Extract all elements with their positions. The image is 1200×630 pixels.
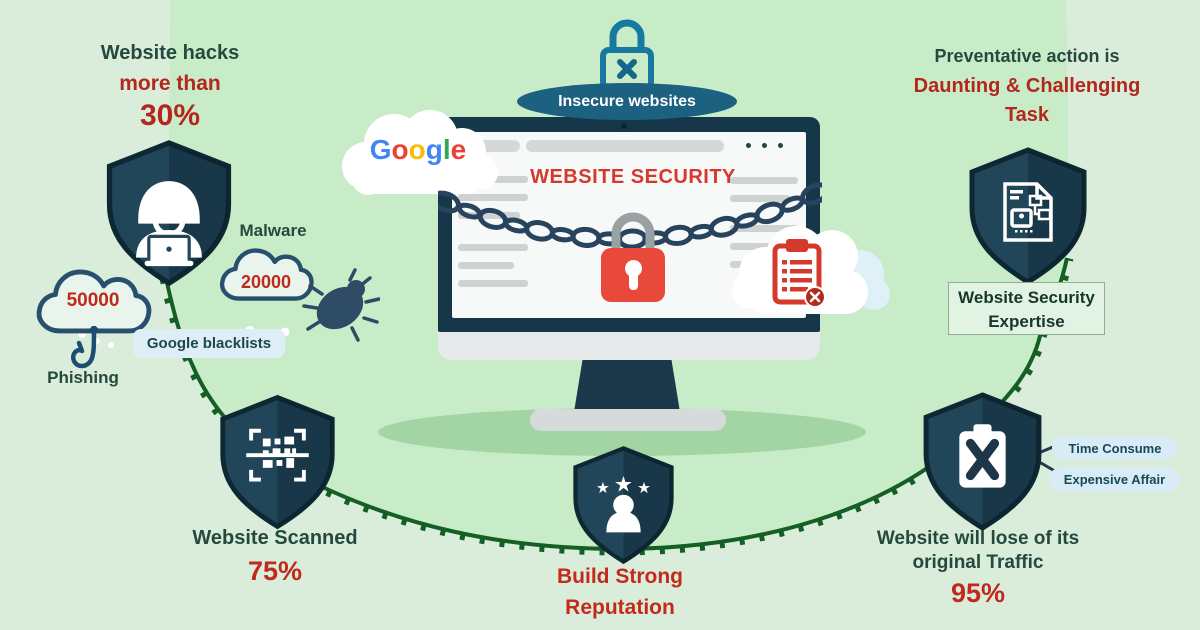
reputation-shield: ★ ★ ★ [573,446,674,565]
svg-text:★: ★ [637,479,651,497]
monitor-stand-base [530,409,726,431]
google-blacklists-label: Google blacklists [146,335,272,352]
malware-bug-icon [302,268,380,342]
menu-dot-icon [762,143,767,148]
expertise-line2: Expertise [988,312,1065,331]
red-padlock-icon [601,248,665,302]
google-blacklists-pill: Google blacklists [133,329,285,358]
phishing-count: 50000 [66,290,120,311]
hacks-stat-block: Website hacks more than 30% [60,40,280,133]
insecure-websites-badge: Insecure websites [517,83,737,120]
monitor-bezel [438,332,820,360]
padlock-shackle [611,212,655,252]
expertise-box: Website Security Expertise [948,282,1105,335]
scan-shield [220,394,335,530]
traffic-loss-block: Website will lose of its original Traffi… [858,527,1098,609]
time-consume-label: Time Consume [1068,440,1162,456]
phishing-cloud-icon [36,269,152,334]
expertise-shield [969,147,1087,285]
content-line [458,194,528,201]
malware-cloud-icon [219,248,314,301]
insecure-websites-label: Insecure websites [558,92,696,110]
svg-text:★: ★ [614,472,633,497]
keyhole-stem [629,272,638,290]
expensive-affair-label: Expensive Affair [1063,472,1166,487]
person-with-stars-icon: ★ ★ ★ [596,472,651,533]
reputation-line2: Reputation [565,596,675,619]
time-consume-pill: Time Consume [1052,436,1178,460]
menu-dot-icon [778,143,783,148]
scanned-value: 75% [247,556,303,586]
screen-title: WEBSITE SECURITY [530,166,736,188]
qr-scan-icon [246,428,309,482]
traffic-value: 95% [950,578,1006,608]
hacks-line1: Website hacks [100,42,240,64]
content-line [458,280,528,287]
clipboard-alert-icon [772,239,824,308]
document-security-flowchart-icon [1003,182,1053,242]
malware-label: Malware [239,221,307,240]
content-line [730,225,798,232]
content-line [730,195,790,202]
menu-dot-icon [746,143,751,148]
expertise-line1: Website Security [958,288,1095,307]
preventative-line1: Preventative action is [934,46,1120,66]
cost-shield [923,392,1042,531]
hacks-line2: more than [119,72,221,95]
padlock-x-icon [600,19,654,90]
phishing-label: Phishing [47,368,119,387]
preventative-line3: Task [1004,104,1050,126]
hacks-value: 30% [139,99,201,132]
content-line [730,177,798,184]
expensive-affair-pill: Expensive Affair [1049,467,1180,492]
content-line [730,243,784,250]
monitor-shadow-ellipse [378,408,866,456]
google-logo: Google [369,134,467,165]
traffic-line1: Website will lose of its [876,528,1080,549]
scanned-block: Website Scanned 75% [175,525,375,587]
svg-text:★: ★ [596,479,610,497]
hacker-at-laptop-icon [136,181,202,267]
camera-dot-icon [621,123,627,129]
malware-count: 20000 [240,272,292,292]
x-clipboard-icon [959,424,1006,488]
content-line [458,244,528,251]
traffic-line2: original Traffic [912,552,1044,573]
reputation-block: Build Strong Reputation [520,563,720,621]
hacker-shield [106,140,232,287]
google-cloud-icon [342,110,498,195]
scanned-label: Website Scanned [192,527,358,549]
preventative-line2: Daunting & Challenging [913,75,1141,97]
reputation-line1: Build Strong [557,565,683,588]
preventative-block: Preventative action is Daunting & Challe… [907,44,1147,128]
browser-address-bar [526,140,724,152]
fish-hook-icon [71,326,100,369]
monitor-stand-neck [574,360,680,412]
chain-icon [438,182,822,252]
content-line [458,262,514,269]
content-line [458,212,520,219]
